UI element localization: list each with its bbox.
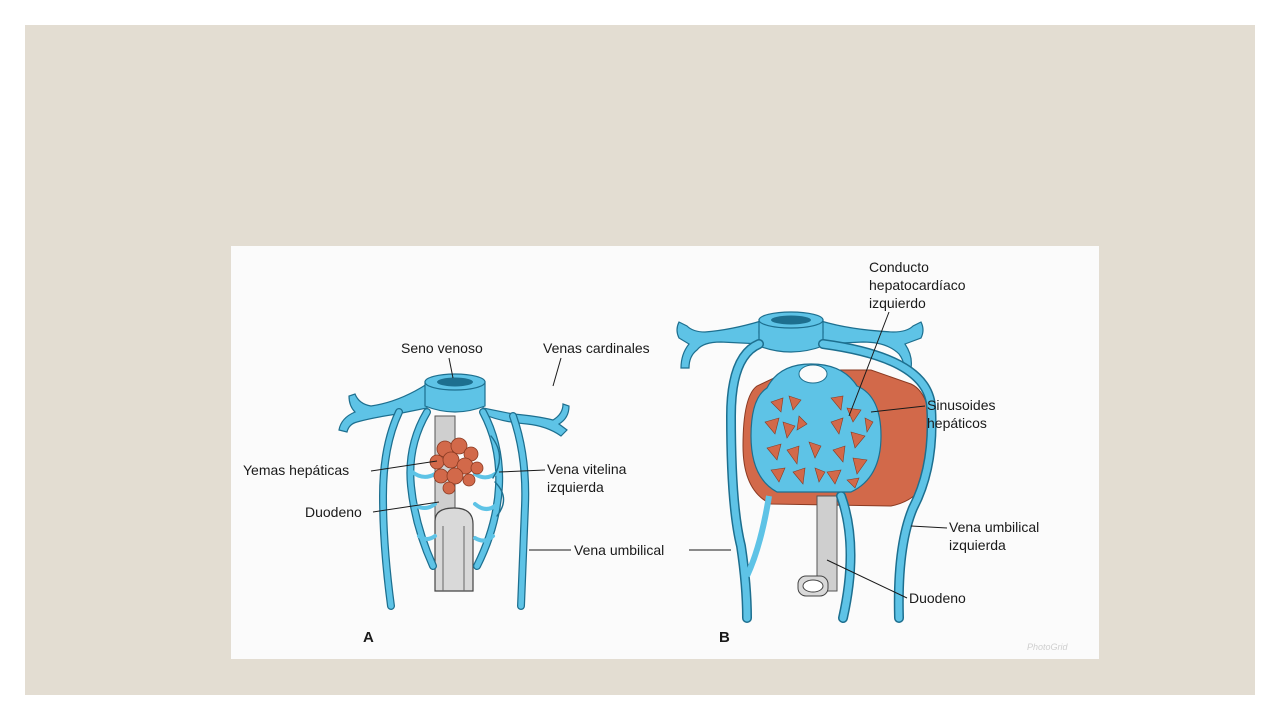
label-conducto-3: izquierdo [869,295,926,311]
label-duodeno-a: Duodeno [305,504,362,520]
panel-b-drawing [676,311,937,623]
vitelline-vein-a-left [407,409,436,569]
label-vena-vitelina-1: Vena vitelina [547,461,627,477]
label-vena-vitelina-2: izquierda [547,479,604,495]
duodenum-a-loop [434,507,474,592]
hepatic-buds-a [429,437,484,495]
venous-system-diagram: Seno venoso Venas cardinales Yemas hepát… [243,259,1069,652]
label-vena-umbilical-a: Vena umbilical [574,542,664,558]
label-venas-cardinales: Venas cardinales [543,340,650,356]
label-conducto-2: hepatocardíaco [869,277,966,293]
duodenum-b [816,495,838,592]
panel-a-drawing [338,373,570,610]
hepatic-sinusoids-b [750,363,882,493]
label-duodeno-b: Duodeno [909,590,966,606]
panel-letter-b: B [719,629,730,646]
label-seno-venoso: Seno venoso [401,340,483,356]
sinus-venosus-b [676,319,924,369]
umbilical-vein-b-right [819,340,936,622]
label-vena-umbilical-b-2: izquierda [949,537,1006,553]
label-yemas-hepaticas: Yemas hepáticas [243,462,349,478]
label-vena-umbilical-b-1: Vena umbilical [949,519,1039,535]
label-sinusoides-2: hepáticos [927,415,987,431]
umbilical-vein-a-left [380,409,402,609]
watermark: PhotoGrid [1027,642,1069,652]
umbilical-vein-b-left [727,340,763,622]
panel-letter-a: A [363,629,374,646]
label-conducto-1: Conducto [869,259,929,275]
umbilical-vein-a-right [510,413,528,609]
embryo-liver-figure: Seno venoso Venas cardinales Yemas hepát… [231,246,1099,659]
slide-background: Seno venoso Venas cardinales Yemas hepát… [25,25,1255,695]
label-sinusoides-1: Sinusoides [927,397,996,413]
